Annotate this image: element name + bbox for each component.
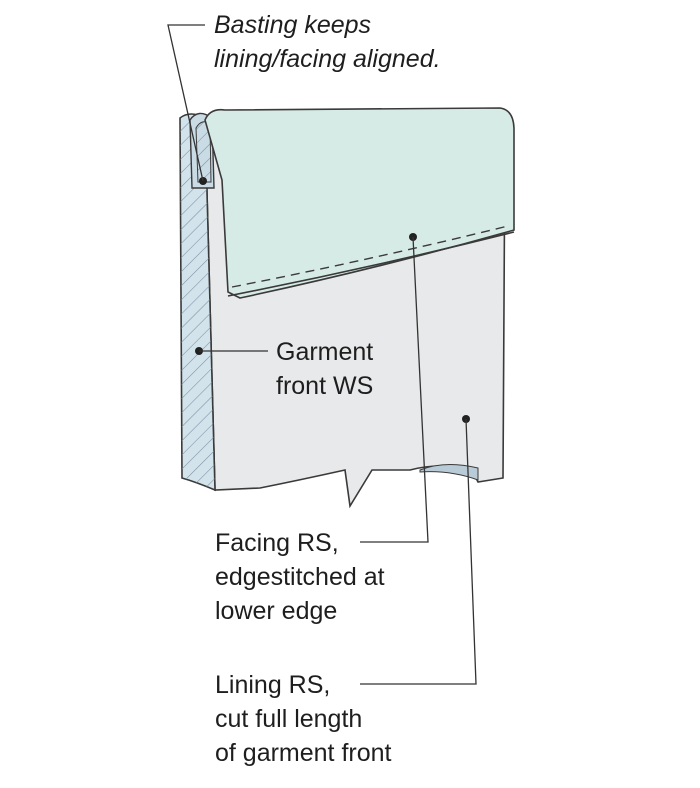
facing-lower-edge <box>227 231 515 297</box>
garment-front-label-line-1: Garment <box>276 338 374 366</box>
basting-label-line-2: lining/facing aligned. <box>214 45 441 73</box>
facing-leader <box>360 236 429 543</box>
garment-front-label: Garment front WS <box>276 335 373 403</box>
facing-label-line-3: lower edge <box>215 597 338 625</box>
garment-front-label-line-2: front WS <box>276 372 374 400</box>
lining-label-line-3: of garment front <box>215 739 392 767</box>
facing-label-line-1: Facing RS, <box>215 529 339 557</box>
garment-front-ws-hatch <box>180 114 215 490</box>
basting-label: Basting keeps lining/facing aligned. <box>214 8 441 76</box>
lining-label-line-1: Lining RS, <box>215 671 331 699</box>
facing-label: Facing RS, edgestitched at lower edge <box>215 526 385 628</box>
facing-label-line-2: edgestitched at <box>215 563 385 591</box>
lining-label-line-2: cut full length <box>215 705 363 733</box>
lining-label: Lining RS, cut full length of garment fr… <box>215 668 391 770</box>
lower-edge-detail <box>419 464 479 481</box>
basting-leader <box>167 24 205 182</box>
lining-leader <box>360 418 477 685</box>
edgestitching-line <box>231 225 509 288</box>
basting-label-line-1: Basting keeps <box>214 11 372 39</box>
